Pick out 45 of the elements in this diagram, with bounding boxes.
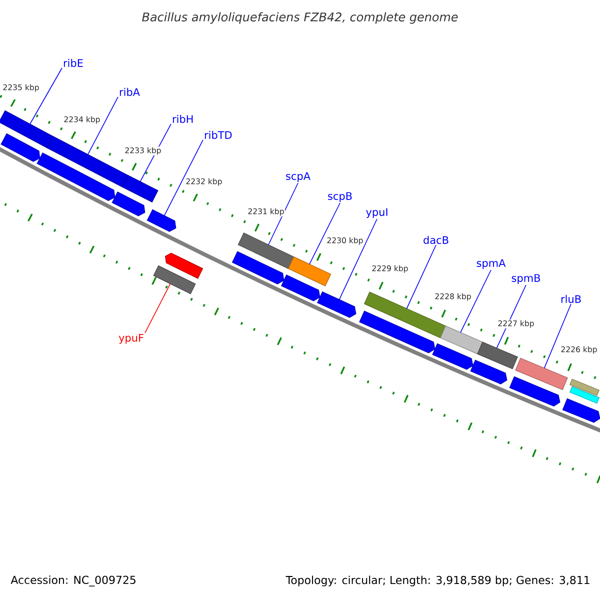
gene-bar xyxy=(238,232,294,269)
gene-label: scpA xyxy=(286,172,310,182)
gene-label: ribH xyxy=(172,114,193,123)
leader-line xyxy=(30,68,62,124)
leader-line xyxy=(309,202,340,265)
gene-block xyxy=(562,398,600,423)
gene-block xyxy=(317,291,356,318)
title: Bacillus amyloliquefaciens FZB42, complete genome xyxy=(142,12,458,24)
leader-line xyxy=(544,304,572,368)
leader-line xyxy=(496,284,526,348)
gene-block xyxy=(432,343,474,370)
gene-label: ypuI xyxy=(366,208,388,218)
gene-bar xyxy=(440,326,483,354)
gene-label: ypuF xyxy=(118,334,144,344)
leader-line xyxy=(144,283,171,334)
gene-label: ribTD xyxy=(204,130,232,139)
gene-block xyxy=(509,376,560,406)
gene-block xyxy=(470,360,508,384)
leader-line xyxy=(338,218,378,300)
gene-block xyxy=(359,310,436,354)
gene-label: rluB xyxy=(561,294,581,303)
gene-bar xyxy=(288,256,332,286)
leader-line xyxy=(88,96,118,155)
gene-label: scpB xyxy=(328,192,352,202)
gene-bar xyxy=(515,358,568,390)
gene-label: spmA xyxy=(476,259,506,269)
leader-line xyxy=(164,140,204,216)
gene-label: ribA xyxy=(120,88,140,96)
gene-block xyxy=(112,192,146,216)
gene-block xyxy=(164,252,204,279)
leader-line xyxy=(406,244,436,309)
gene-bar xyxy=(0,110,54,148)
leader-line xyxy=(268,182,298,246)
gene-label: ribE xyxy=(64,58,83,67)
gene-block xyxy=(280,274,320,302)
gene-label: dacB xyxy=(424,236,448,244)
gene-bar xyxy=(153,265,196,294)
gene-block xyxy=(146,209,176,232)
gene-block xyxy=(0,133,40,162)
footer-text: Accession: NC_009725 xyxy=(10,576,136,586)
gene-bar xyxy=(477,342,518,370)
footer-text: Topology: circular; Length: 3,918,589 bp; Genes: 3,811 xyxy=(286,576,590,586)
gene-label: spmB xyxy=(512,274,540,284)
leader-line xyxy=(460,270,492,333)
gene-block xyxy=(232,251,284,284)
